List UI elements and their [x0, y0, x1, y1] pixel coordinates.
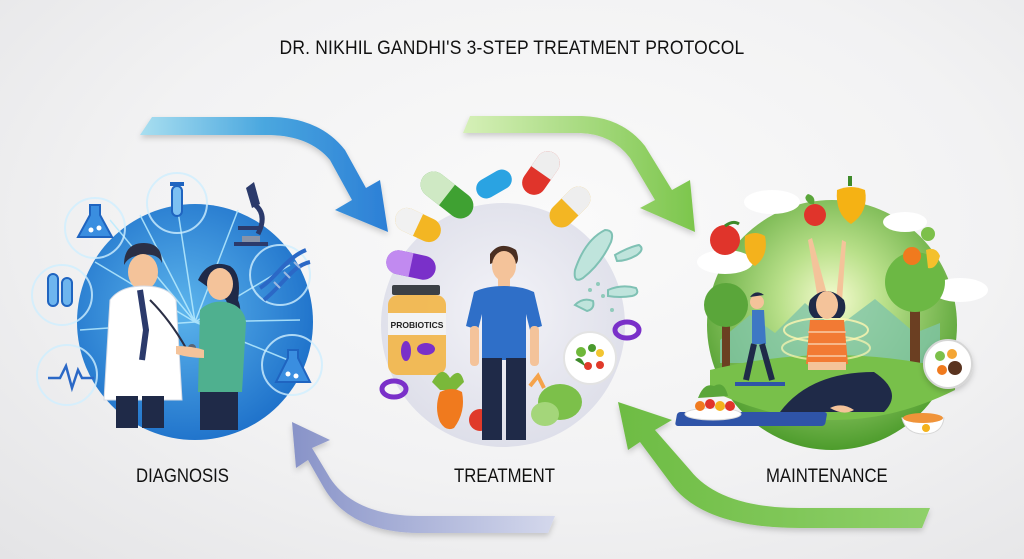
test-tube-icon	[170, 182, 184, 217]
arrow-diagnosis-to-treatment	[140, 117, 388, 232]
arrow-treatment-to-maintenance	[463, 116, 695, 232]
capsule-icon-yellow	[549, 186, 591, 228]
doctor-figure	[103, 243, 196, 428]
probiotic-ring-icon	[379, 378, 409, 400]
dna-icon	[258, 248, 311, 302]
vegetable-cluster-icon	[903, 227, 940, 269]
apple-icon	[804, 194, 826, 226]
man-walking-figure	[735, 292, 785, 386]
probiotics-jar: PROBIOTICS	[388, 285, 446, 375]
stage-label-treatment: TREATMENT	[454, 466, 555, 487]
capsule-icon-purple	[386, 250, 436, 280]
capsule-icon-red	[522, 151, 560, 195]
microscope-icon	[234, 182, 268, 246]
flask-icon	[274, 349, 312, 383]
patient-figure	[176, 263, 246, 430]
probiotic-ring-icon	[612, 319, 642, 341]
maintenance-illustration	[675, 176, 988, 450]
tree-icon	[704, 252, 945, 370]
flask-icon	[76, 204, 114, 238]
page-title: DR. NIKHIL GANDHI'S 3-STEP TREATMENT PRO…	[279, 38, 745, 59]
stage-label-diagnosis: DIAGNOSIS	[136, 466, 229, 487]
man-figure	[466, 245, 542, 440]
capsule-icon-blue	[476, 169, 512, 199]
treatment-illustration: PROBIOTICS	[379, 151, 643, 447]
food-plate-icon	[923, 339, 973, 389]
jar-label: PROBIOTICS	[391, 320, 444, 330]
snack-bowl-icon	[901, 413, 945, 435]
carrot-icon	[432, 371, 464, 430]
capsule-icon-yellow	[395, 207, 441, 243]
stage-label-maintenance: MAINTENANCE	[766, 466, 888, 487]
broccoli-icon	[528, 372, 582, 426]
bell-pepper-icon	[744, 233, 766, 266]
bell-pepper-icon	[836, 176, 866, 224]
cloud-icon	[697, 190, 988, 302]
vegetable-plate-icon	[684, 384, 742, 421]
arrow-treatment-to-diagnosis	[292, 422, 555, 533]
diagnosis-illustration	[31, 172, 323, 440]
arrow-maintenance-to-treatment	[618, 402, 930, 528]
heartbeat-icon	[48, 362, 94, 393]
test-tubes-icon	[47, 273, 73, 307]
apple-icon	[710, 220, 740, 255]
capsule-icon-green	[420, 171, 474, 219]
salad-plate	[563, 331, 617, 385]
bacteria-icon	[573, 228, 643, 313]
